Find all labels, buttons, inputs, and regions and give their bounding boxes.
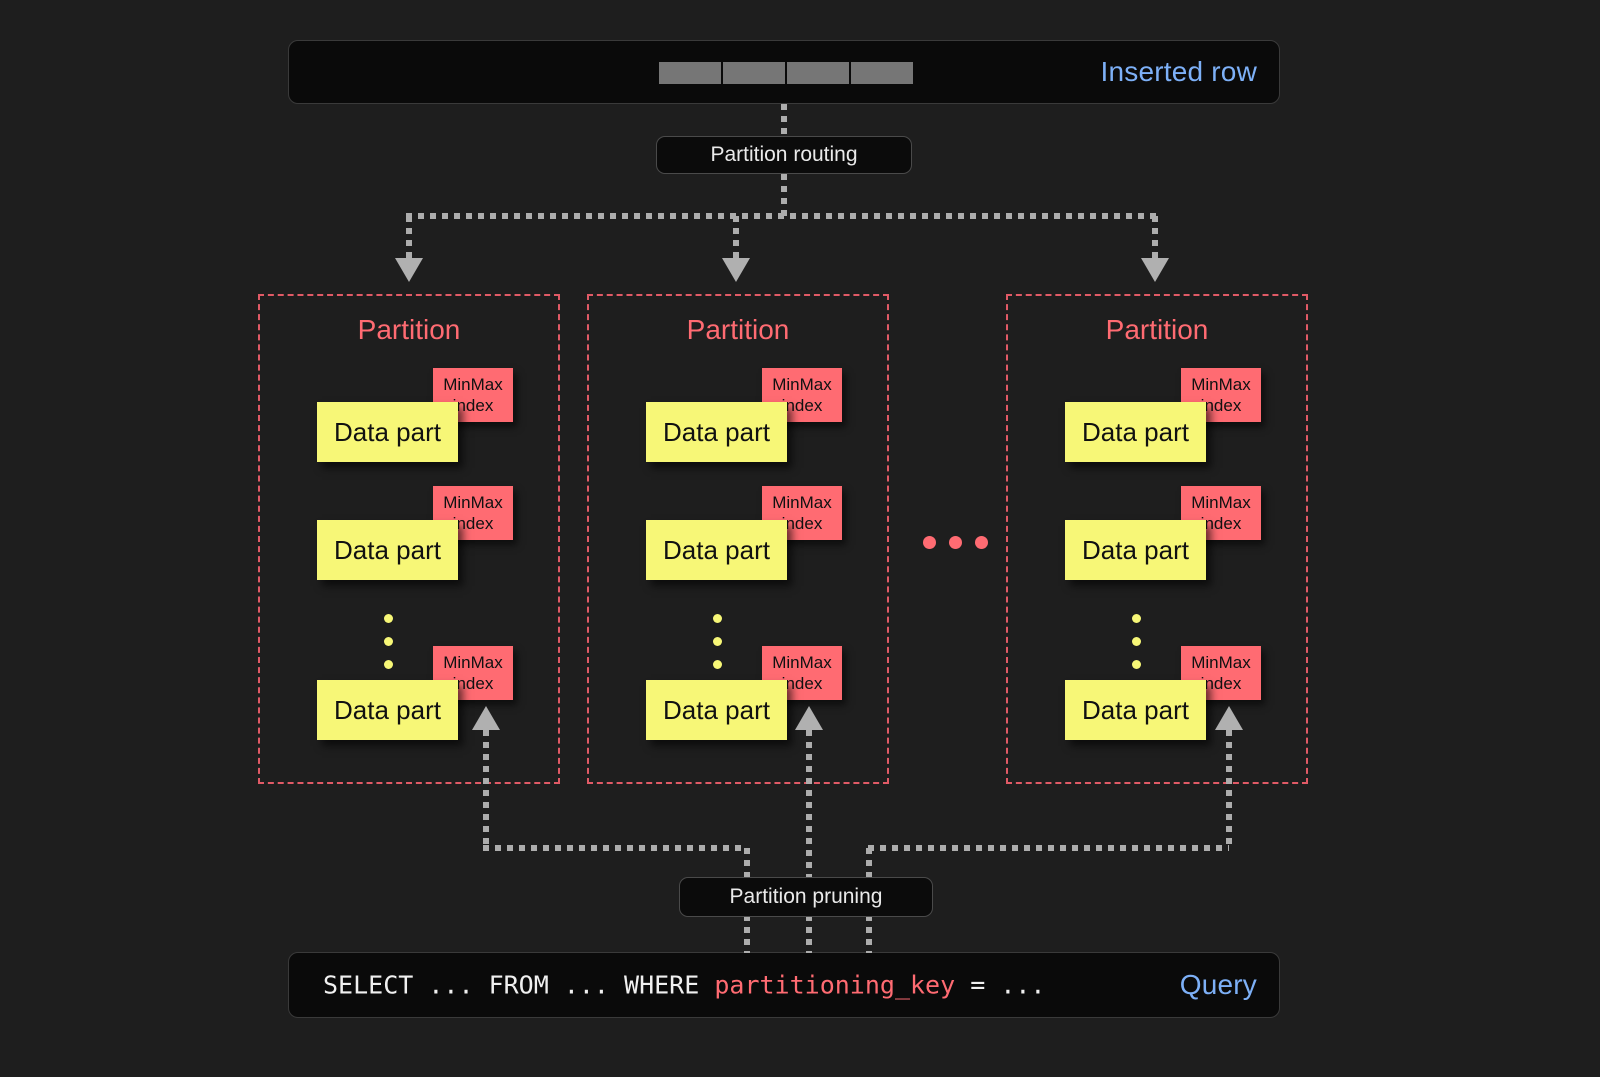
arrow-down-icon — [1141, 258, 1169, 282]
arrow-down-icon — [722, 258, 750, 282]
partition-box-2: Partition MinMax index Data part MinMax … — [587, 294, 889, 784]
data-part-label: Data part — [334, 694, 441, 725]
data-part-box: Data part — [1065, 402, 1206, 462]
connector-pruning-to-partition-1 — [483, 730, 489, 848]
query-label: Query — [1179, 969, 1257, 1000]
partition-routing-box[interactable]: Partition routing — [656, 136, 912, 174]
arrow-up-icon — [795, 706, 823, 730]
row-cell — [851, 62, 913, 84]
connector-routing-to-bus — [781, 174, 787, 216]
data-part-label: Data part — [663, 416, 770, 447]
query-bar: SELECT ... FROM ... WHERE partitioning_k… — [288, 952, 1280, 1018]
partition-pruning-label: Partition pruning — [729, 885, 883, 908]
data-part-box: Data part — [1065, 680, 1206, 740]
connector-pruning-to-partition-3 — [1226, 730, 1232, 848]
minmax-index-box: MinMax index — [762, 646, 842, 700]
minmax-index-line1: MinMax — [443, 375, 503, 394]
minmax-index-line2: index — [781, 396, 823, 415]
connector-routing-bus — [406, 213, 1158, 219]
data-part-box: Data part — [317, 520, 458, 580]
data-part-label: Data part — [663, 534, 770, 565]
connector-bus-to-partition-3 — [1152, 216, 1158, 260]
partitions-ellipsis — [923, 536, 988, 549]
connector-pruning-bus-right — [868, 845, 1229, 851]
minmax-index-line1: MinMax — [772, 375, 832, 394]
arrow-up-icon — [472, 706, 500, 730]
vertical-ellipsis — [713, 614, 722, 669]
minmax-index-line2: index — [1200, 514, 1242, 533]
minmax-index-line2: index — [452, 396, 494, 415]
partition-pruning-box[interactable]: Partition pruning — [679, 877, 933, 917]
data-part-label: Data part — [663, 694, 770, 725]
data-part-label: Data part — [334, 416, 441, 447]
minmax-index-line1: MinMax — [772, 493, 832, 512]
minmax-index-line1: MinMax — [443, 493, 503, 512]
minmax-index-box: MinMax index — [762, 486, 842, 540]
partition-title: Partition — [686, 314, 790, 345]
data-part-box: Data part — [646, 402, 787, 462]
connector-pruning-to-partition-2 — [806, 730, 812, 908]
vertical-ellipsis — [384, 614, 393, 669]
data-part-label: Data part — [1082, 416, 1189, 447]
minmax-index-line1: MinMax — [772, 653, 832, 672]
data-part-label: Data part — [1082, 694, 1189, 725]
minmax-index-line2: index — [452, 674, 494, 693]
query-prefix: SELECT ... FROM ... WHERE — [323, 970, 715, 1000]
query-suffix: = ... — [955, 970, 1046, 1000]
minmax-index-line1: MinMax — [1191, 653, 1251, 672]
minmax-index-line2: index — [781, 514, 823, 533]
partition-box-1: Partition MinMax index Data part MinMax … — [258, 294, 560, 784]
partition-title: Partition — [357, 314, 461, 345]
inserted-row-cells — [659, 62, 913, 84]
minmax-index-line1: MinMax — [443, 653, 503, 672]
data-part-label: Data part — [334, 534, 441, 565]
connector-pruning-to-query-2 — [806, 915, 812, 953]
connector-bus-to-partition-1 — [406, 216, 412, 260]
data-part-box: Data part — [646, 680, 787, 740]
data-part-box: Data part — [317, 402, 458, 462]
arrow-down-icon — [395, 258, 423, 282]
connector-row-to-routing — [781, 104, 787, 138]
connector-pruning-to-query-1 — [744, 915, 750, 953]
minmax-index-line2: index — [1200, 674, 1242, 693]
connector-pruning-bus-left — [483, 845, 747, 851]
data-part-box: Data part — [1065, 520, 1206, 580]
data-part-box: Data part — [317, 680, 458, 740]
arrow-up-icon — [1215, 706, 1243, 730]
minmax-index-line1: MinMax — [1191, 375, 1251, 394]
minmax-index-line2: index — [781, 674, 823, 693]
inserted-row-label: Inserted row — [1100, 56, 1257, 87]
minmax-index-line2: index — [1200, 396, 1242, 415]
partition-routing-label: Partition routing — [710, 143, 858, 166]
vertical-ellipsis — [1132, 614, 1141, 669]
connector-bus-to-partition-2 — [733, 216, 739, 260]
query-text: SELECT ... FROM ... WHERE partitioning_k… — [323, 971, 1045, 1000]
inserted-row-bar: Inserted row — [288, 40, 1280, 104]
partition-title: Partition — [1105, 314, 1209, 345]
row-cell — [659, 62, 721, 84]
minmax-index-box: MinMax index — [433, 646, 513, 700]
data-part-label: Data part — [1082, 534, 1189, 565]
data-part-box: Data part — [646, 520, 787, 580]
query-partitioning-key: partitioning_key — [714, 970, 956, 1000]
partition-box-3: Partition MinMax index Data part MinMax … — [1006, 294, 1308, 784]
minmax-index-line2: index — [452, 514, 494, 533]
connector-pruning-to-query-3 — [866, 915, 872, 953]
row-cell — [787, 62, 849, 84]
row-cell — [723, 62, 785, 84]
minmax-index-line1: MinMax — [1191, 493, 1251, 512]
minmax-index-box: MinMax index — [1181, 486, 1261, 540]
minmax-index-box: MinMax index — [1181, 646, 1261, 700]
